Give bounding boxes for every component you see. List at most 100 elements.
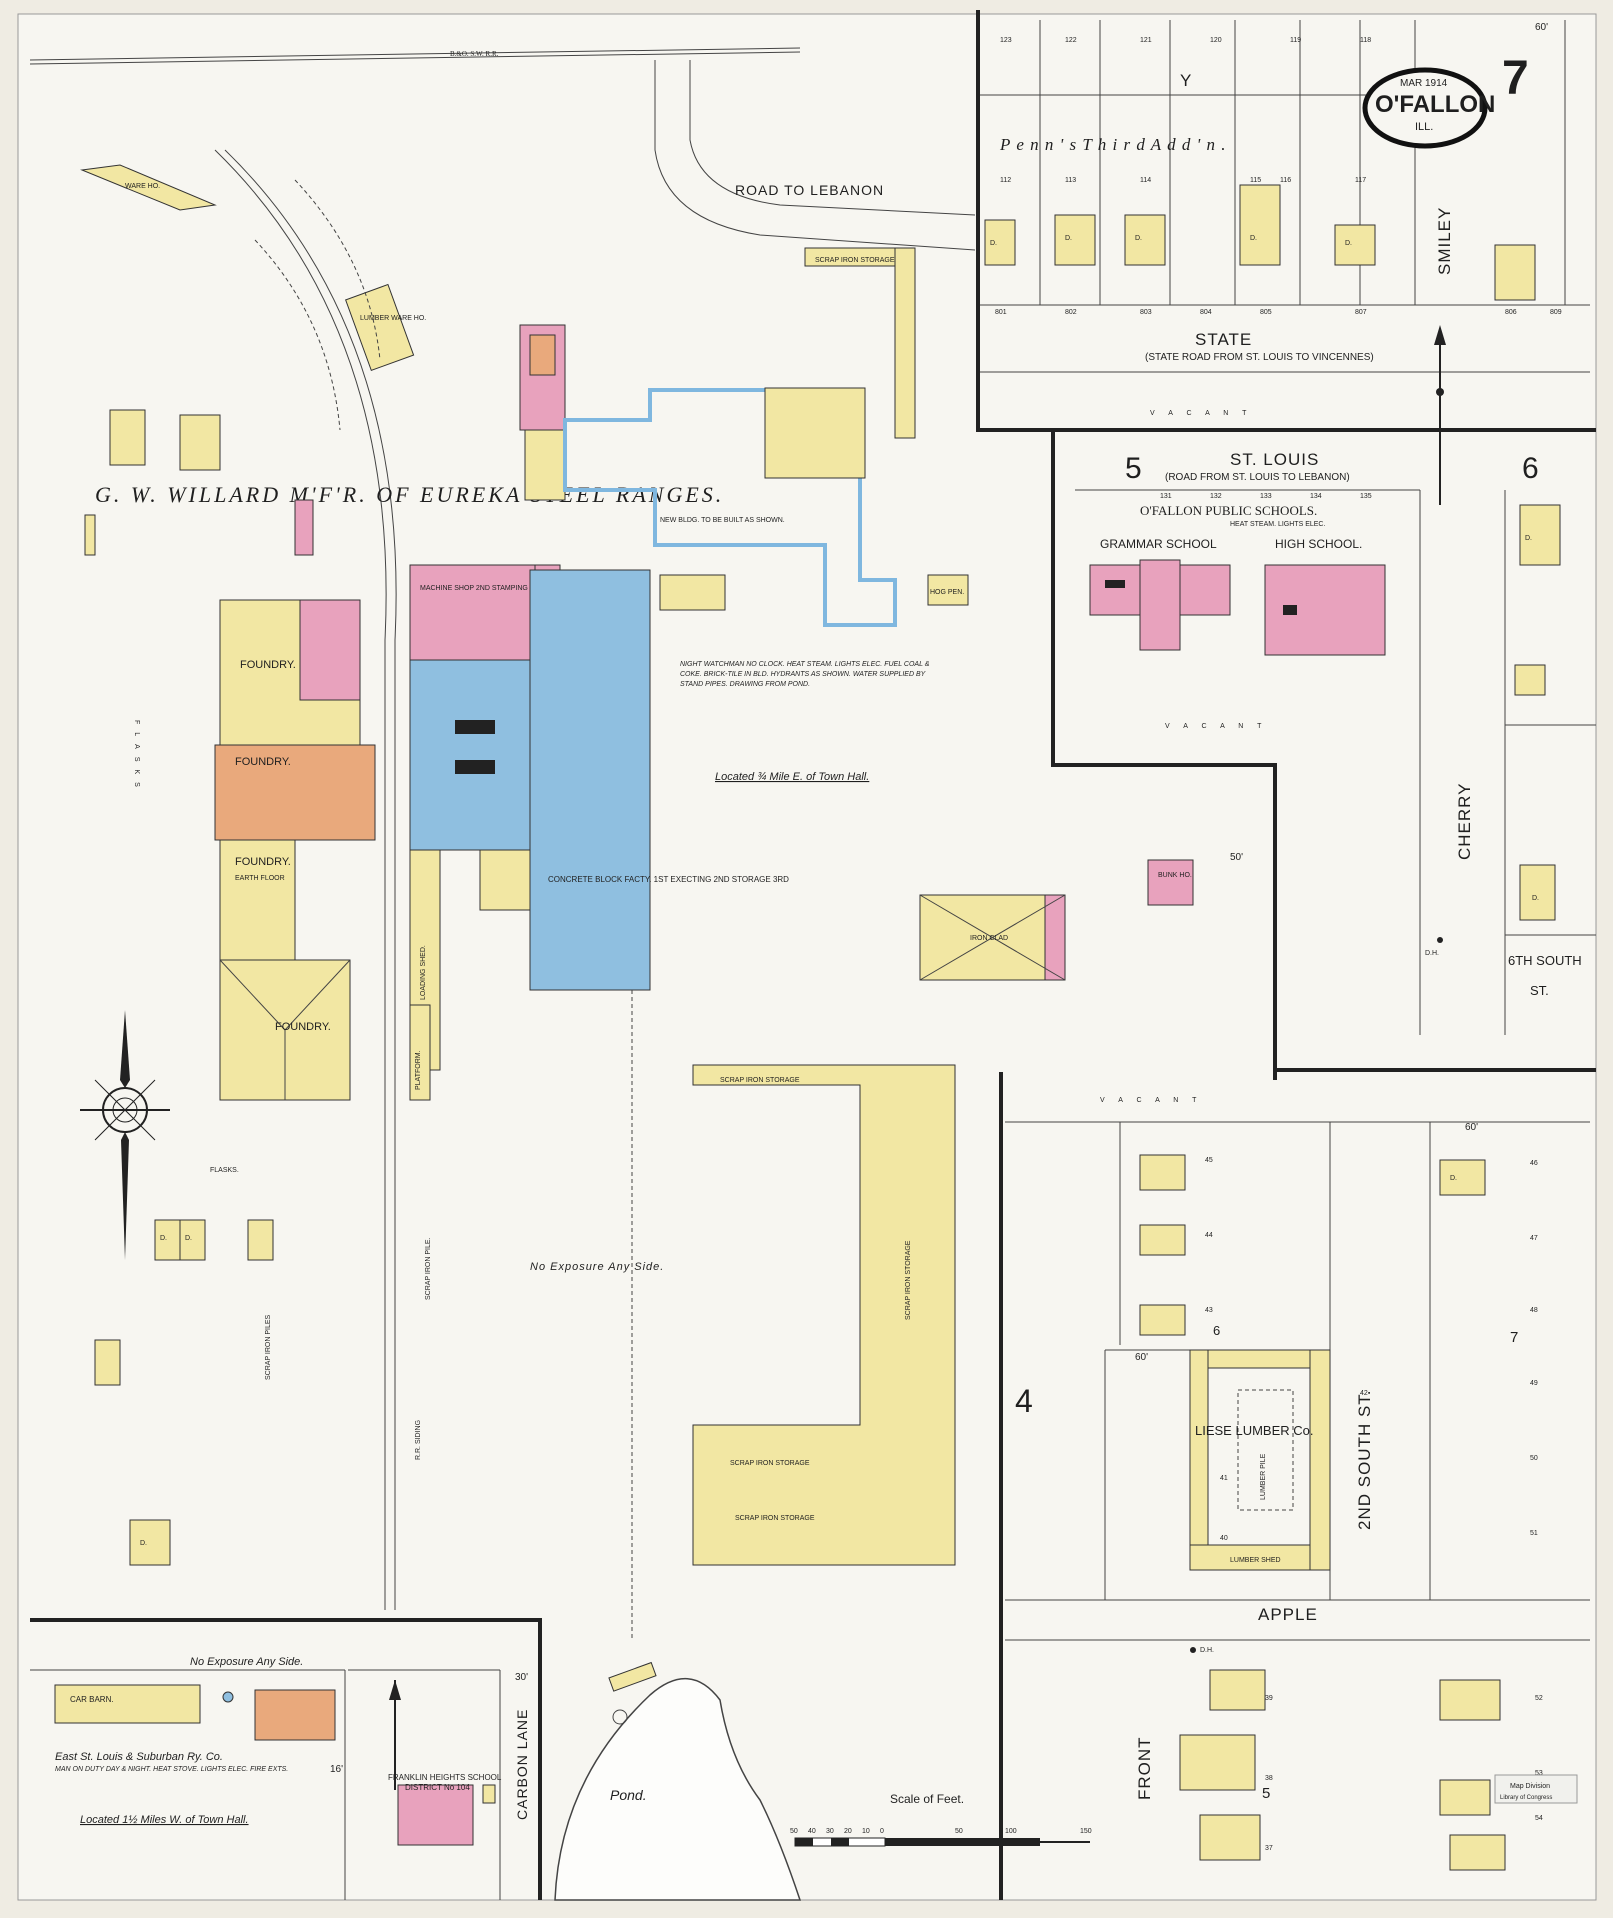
old-stable bbox=[659, 574, 726, 611]
dh-label: D.H. bbox=[1425, 950, 1439, 957]
addr-135: 135 bbox=[1360, 493, 1372, 500]
dwelling bbox=[247, 1219, 274, 1261]
town-name: O'FALLON bbox=[1375, 91, 1495, 118]
vacant-label: V A C A N T bbox=[1165, 723, 1267, 730]
foundry-3 bbox=[219, 839, 296, 961]
dwelling bbox=[94, 1339, 121, 1386]
stamp-text: Map Division bbox=[1510, 1783, 1550, 1790]
street-apple: APPLE bbox=[1258, 1605, 1318, 1624]
street-y: Y bbox=[1180, 71, 1192, 90]
dwelling-label: D. bbox=[1532, 895, 1539, 902]
width-mark: 50' bbox=[1230, 852, 1243, 863]
new-building-outline bbox=[563, 388, 897, 627]
street-front: FRONT bbox=[1135, 1736, 1154, 1800]
dwelling bbox=[1199, 1814, 1261, 1861]
block-number-5b: 5 bbox=[1262, 1785, 1270, 1802]
coke-shed bbox=[179, 414, 221, 471]
dwelling-vacant bbox=[1494, 244, 1536, 301]
lot-42: 42 bbox=[1360, 1390, 1368, 1397]
dwelling bbox=[129, 1519, 171, 1566]
scrap-iron-pile-label: SCRAP IRON PILE. bbox=[425, 1237, 432, 1300]
lot-118: 118 bbox=[1360, 37, 1371, 44]
dwelling bbox=[1519, 864, 1556, 921]
platform bbox=[409, 1004, 431, 1101]
dwelling-label: D. bbox=[990, 240, 997, 247]
addr-134: 134 bbox=[1310, 493, 1322, 500]
scrap-iron-piles-label: SCRAP IRON PILES bbox=[265, 1314, 272, 1380]
dwelling-label: D. bbox=[1065, 235, 1072, 242]
lot-117: 117 bbox=[1355, 177, 1366, 184]
concrete-block-label: CONCRETE BLOCK FACTY. 1ST EXECTING 2ND S… bbox=[548, 875, 789, 884]
penns-third-addn: 123 122 121 120 119 118 Y P e n n ' s T … bbox=[980, 20, 1590, 316]
dwelling bbox=[109, 409, 146, 466]
franklin-heights: FRANKLIN HEIGHTS SCHOOL DISTRICT No 104 … bbox=[348, 1669, 530, 1900]
block-number-6b: 6 bbox=[1213, 1323, 1220, 1338]
scale-bar: Scale of Feet. 50 40 30 20 10 0 50 100 1… bbox=[790, 1792, 1092, 1847]
addr-805: 805 bbox=[1260, 309, 1272, 316]
addr-804: 804 bbox=[1200, 309, 1212, 316]
dwelling bbox=[1449, 1834, 1506, 1871]
lot-38: 38 bbox=[1265, 1775, 1273, 1782]
hog-pen bbox=[927, 574, 969, 606]
lot-50: 50 bbox=[1530, 1455, 1538, 1462]
dwelling bbox=[1439, 1779, 1491, 1816]
dwelling bbox=[1439, 1159, 1486, 1196]
lot-119: 119 bbox=[1290, 37, 1301, 44]
lot-40: 40 bbox=[1220, 1535, 1228, 1542]
pond: Pond. bbox=[554, 1661, 802, 1901]
flasks-label: FLASKS. bbox=[210, 1167, 239, 1174]
franklin-district: DISTRICT No 104 bbox=[405, 1783, 470, 1792]
street-2nd-south: 2ND SOUTH ST. bbox=[1355, 1389, 1374, 1530]
concrete-block-factory bbox=[529, 569, 651, 991]
block-number-5: 5 bbox=[1125, 452, 1142, 485]
scale-tick: 40 bbox=[808, 1828, 816, 1835]
addr-133: 133 bbox=[1260, 493, 1272, 500]
sheet-date: MAR 1914 bbox=[1400, 78, 1448, 89]
siding-label: R.R. SIDING bbox=[415, 1420, 422, 1460]
scrap-storage-label: SCRAP IRON STORAGE bbox=[735, 1515, 815, 1522]
lot-41: 41 bbox=[1220, 1475, 1228, 1482]
road-to-lebanon: ROAD TO LEBANON bbox=[654, 60, 976, 251]
dwelling bbox=[179, 1219, 206, 1261]
railroad-bo-sw: B.&O. S.W. R.R. bbox=[29, 47, 801, 65]
lot-51: 51 bbox=[1530, 1530, 1538, 1537]
block-6: D. D. CHERRY 6TH SOUTH ST. D.H. bbox=[1425, 490, 1596, 1035]
scale-tick: 10 bbox=[862, 1828, 870, 1835]
high-school bbox=[1264, 564, 1386, 656]
lot-53: 53 bbox=[1535, 1770, 1543, 1777]
dwelling bbox=[1139, 1154, 1186, 1191]
bunk-label: BUNK HO. bbox=[1158, 872, 1192, 879]
lot-39: 39 bbox=[1265, 1695, 1273, 1702]
foundry-label-4: FOUNDRY. bbox=[275, 1021, 331, 1033]
earth-floor-label: EARTH FLOOR bbox=[235, 875, 285, 882]
dwelling bbox=[154, 1219, 181, 1261]
car-barn-label: CAR BARN. bbox=[70, 1695, 114, 1704]
polishing bbox=[479, 849, 531, 911]
dwelling bbox=[1139, 1224, 1186, 1256]
addr-801: 801 bbox=[995, 309, 1007, 316]
located-west: Located 1½ Miles W. of Town Hall. bbox=[80, 1814, 249, 1826]
stamp-sub: Library of Congress bbox=[1500, 1795, 1552, 1801]
machine-shop bbox=[409, 564, 536, 661]
grammar-school bbox=[1089, 559, 1231, 651]
scrap-storage-label: SCRAP IRON STORAGE bbox=[815, 257, 895, 264]
lot-120: 120 bbox=[1210, 37, 1222, 44]
hog-pen-label: HOG PEN. bbox=[930, 589, 964, 596]
no-exposure-2: No Exposure Any Side. bbox=[190, 1656, 303, 1668]
lot-45: 45 bbox=[1205, 1157, 1213, 1164]
willard-label: G. W. WILLARD M'F'R. OF EUREKA STEEL RAN… bbox=[95, 482, 724, 507]
lot-114: 114 bbox=[1140, 177, 1151, 184]
sheet-number: 7 bbox=[1502, 52, 1529, 105]
addr-807: 807 bbox=[1355, 309, 1367, 316]
lot-49: 49 bbox=[1530, 1380, 1538, 1387]
dwelling bbox=[1519, 504, 1561, 566]
street-smiley: SMILEY bbox=[1435, 207, 1454, 275]
dwelling-label: D. bbox=[1135, 235, 1142, 242]
watchman-note: NIGHT WATCHMAN NO CLOCK. HEAT STEAM. LIG… bbox=[680, 661, 929, 688]
scrap-storage-label: SCRAP IRON STORAGE bbox=[720, 1077, 800, 1084]
road-to-lebanon-label: ROAD TO LEBANON bbox=[735, 182, 884, 198]
block-5: 5 6 ST. LOUIS (ROAD FROM ST. LOUIS TO LE… bbox=[919, 450, 1539, 1035]
north-arrow-top bbox=[1434, 325, 1446, 505]
